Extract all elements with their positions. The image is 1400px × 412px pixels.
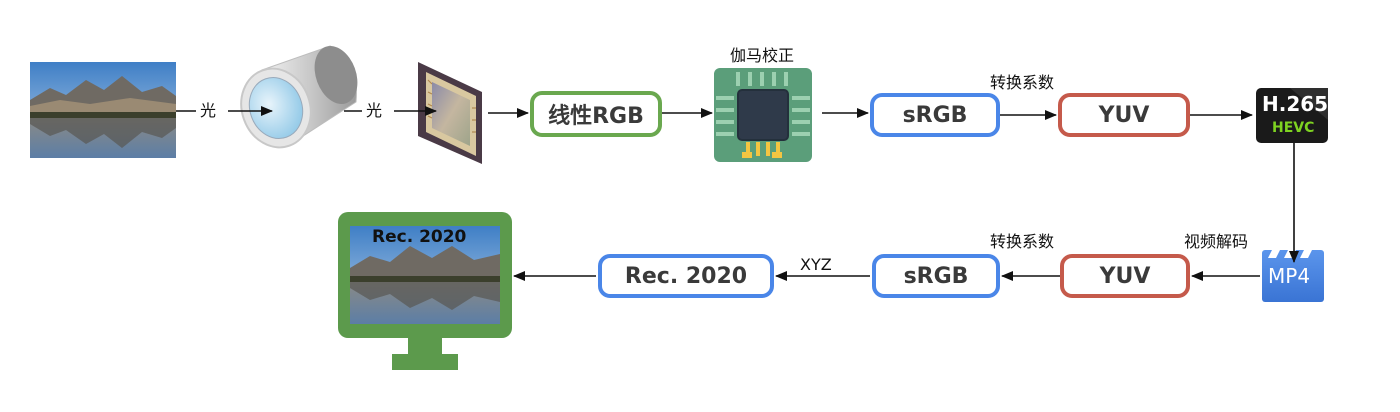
hevc-sub-text: HEVC <box>1272 120 1315 136</box>
xyz-label: XYZ <box>800 255 832 274</box>
gamma-correction-label: 伽马校正 <box>730 46 795 65</box>
monitor-caption: Rec. 2020 <box>372 227 467 247</box>
light-label-1: 光 <box>200 101 217 120</box>
video-decode-label: 视频解码 <box>1184 232 1249 251</box>
connectors <box>176 106 1299 281</box>
yuv-label-bottom: YUV <box>1099 263 1151 289</box>
srgb-label-bottom: sRGB <box>903 263 969 289</box>
yuv-label-top: YUV <box>1098 102 1150 128</box>
srgb-label-top: sRGB <box>902 102 968 128</box>
srgb-box-bottom: sRGB <box>872 254 1000 298</box>
mp4-file-icon <box>1262 250 1324 302</box>
linear-rgb-label: 线性RGB <box>548 104 644 129</box>
isp-chip-icon <box>714 68 812 162</box>
hevc-codec-icon <box>1256 88 1328 143</box>
rec2020-label: Rec. 2020 <box>624 263 748 289</box>
landscape-photo-icon <box>30 62 176 158</box>
yuv-box-bottom: YUV <box>1060 254 1190 298</box>
srgb-box-top: sRGB <box>870 93 1000 137</box>
mp4-text: MP4 <box>1268 264 1311 288</box>
yuv-box-top: YUV <box>1058 93 1190 137</box>
conversion-coefficient-label-top: 转换系数 <box>990 73 1055 92</box>
hevc-title-text: H.265 <box>1262 92 1329 116</box>
image-sensor-icon <box>418 62 482 164</box>
conversion-coefficient-label-bottom: 转换系数 <box>990 232 1055 251</box>
light-label-2: 光 <box>366 101 383 120</box>
linear-rgb-box: 线性RGB <box>530 91 662 137</box>
monitor-icon <box>338 212 512 370</box>
rec2020-box: Rec. 2020 <box>598 254 774 298</box>
camera-lens-icon <box>240 45 358 149</box>
